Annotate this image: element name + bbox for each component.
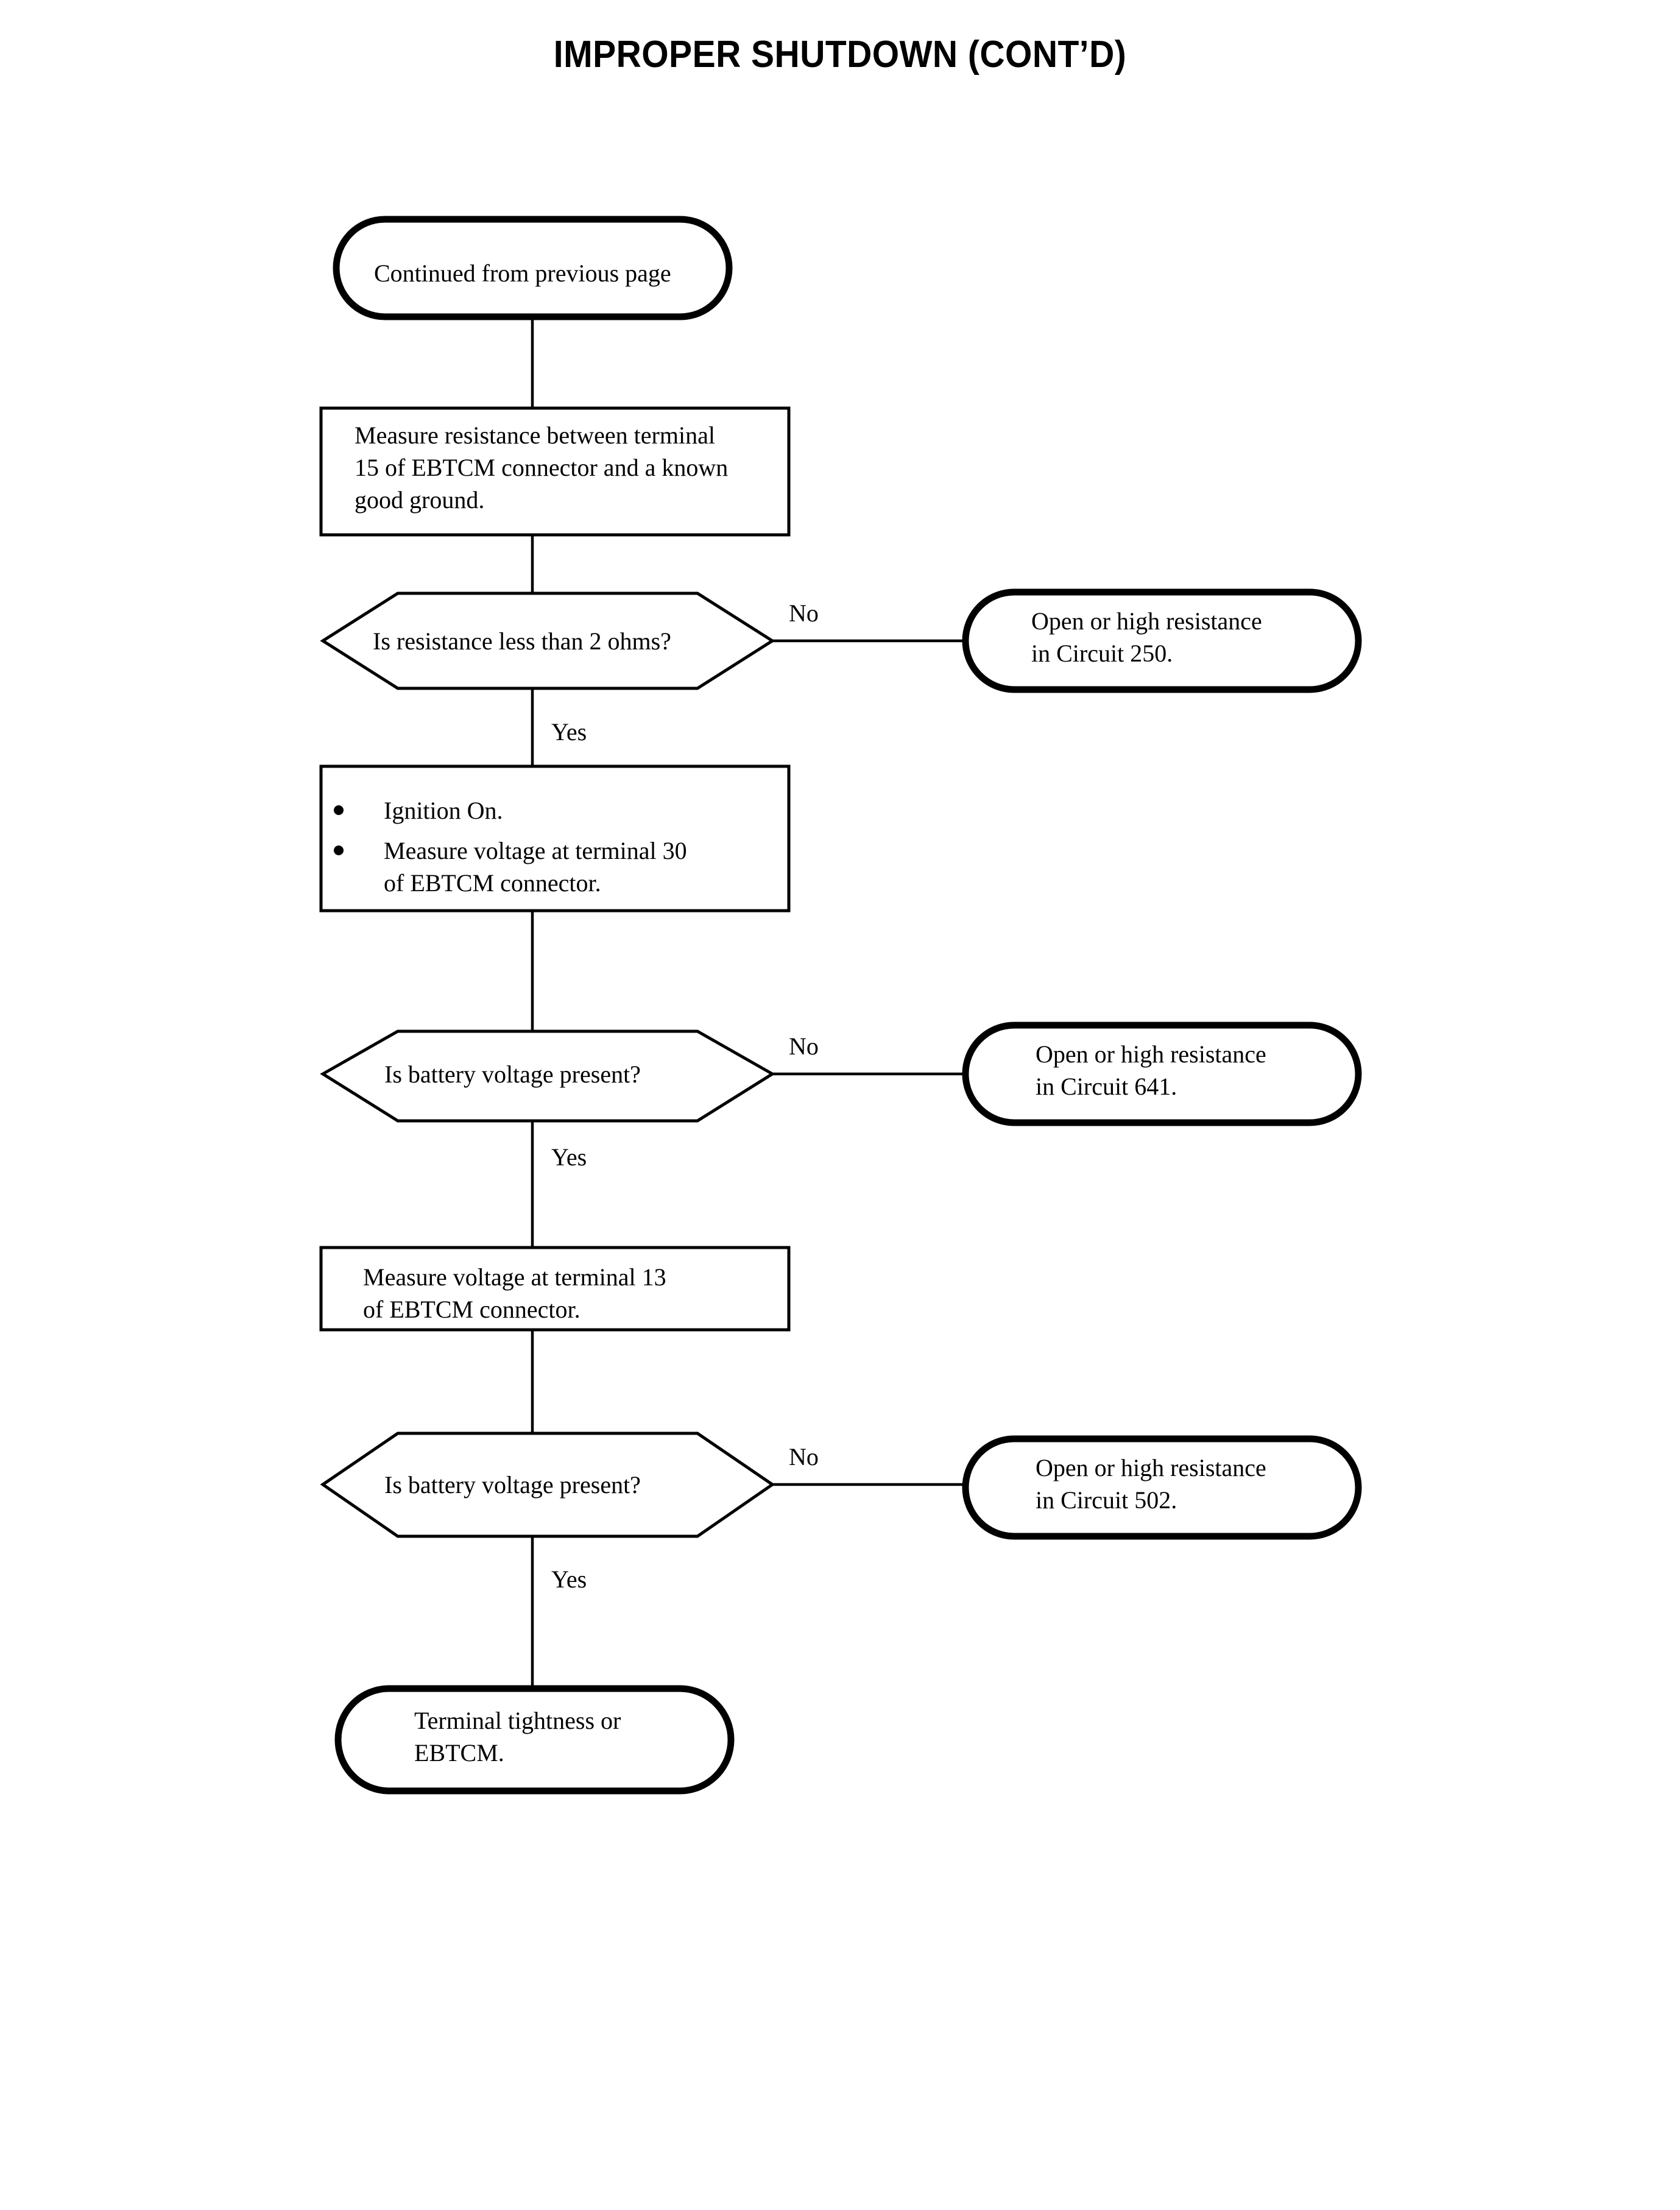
end1-label-line1: Open or high resistance: [1031, 607, 1262, 635]
proc2-bullet2-line2: of EBTCM connector.: [384, 869, 601, 897]
start-terminator-label: Continued from previous page: [374, 259, 671, 287]
end4-label-line1: Terminal tightness or: [414, 1707, 621, 1734]
end2-shape-fill: [965, 1025, 1358, 1123]
proc1-shape-fill: [321, 408, 789, 535]
dec2-shape: [320, 1029, 775, 1123]
end1-label-line2: in Circuit 250.: [1031, 640, 1173, 667]
proc3-label-line1: Measure voltage at terminal 13: [363, 1263, 666, 1291]
proc2-bullet1-line1: Ignition On.: [384, 797, 503, 824]
page-title: IMPROPER SHUTDOWN (CONT’D): [553, 34, 1127, 76]
end1-shape-fill: [965, 592, 1358, 690]
node-dec2-decision[interactable]: Is battery voltage present?: [320, 1029, 775, 1123]
node-end3-terminator[interactable]: Open or high resistance in Circuit 502.: [962, 1435, 1362, 1540]
node-proc2-process[interactable]: Ignition On. Measure voltage at terminal…: [319, 764, 791, 913]
dec3-shape: [320, 1432, 775, 1538]
proc1-shape: [319, 406, 791, 537]
dec1-shape-fill: [323, 593, 772, 688]
connector-lines: [531, 317, 965, 1689]
end2-label-line1: Open or high resistance: [1036, 1040, 1266, 1068]
dec2-label: Is battery voltage present?: [384, 1061, 641, 1088]
node-proc1-process[interactable]: Measure resistance between terminal 15 o…: [319, 406, 791, 537]
proc1-label-line2: 15 of EBTCM connector and a known: [355, 454, 728, 481]
dec3-label: Is battery voltage present?: [384, 1471, 641, 1499]
proc3-label-line2: of EBTCM connector.: [363, 1296, 581, 1323]
proc3-shape: [319, 1246, 791, 1332]
edge-label-no-1: No: [789, 599, 819, 627]
node-proc3-process[interactable]: Measure voltage at terminal 13 of EBTCM …: [319, 1246, 791, 1332]
dec3-shape-fill: [323, 1433, 772, 1536]
dec2-shape-fill: [323, 1031, 772, 1121]
proc1-label-line1: Measure resistance between terminal: [355, 422, 715, 449]
bullet-icon-1: [334, 805, 344, 815]
edge-label-yes-1: Yes: [551, 718, 587, 746]
proc3-shape-fill: [321, 1248, 789, 1330]
node-end2-terminator[interactable]: Open or high resistance in Circuit 641.: [962, 1022, 1362, 1126]
proc2-bullet2-line1: Measure voltage at terminal 30: [384, 837, 687, 864]
node-start-terminator[interactable]: Continued from previous page: [333, 216, 733, 320]
end3-shape-fill: [965, 1439, 1358, 1536]
start-terminator-shape-fill: [336, 219, 729, 317]
node-dec3-decision[interactable]: Is battery voltage present?: [320, 1432, 775, 1538]
node-dec1-decision[interactable]: Is resistance less than 2 ohms?: [320, 591, 775, 690]
node-end4-terminator[interactable]: Terminal tightness or EBTCM.: [334, 1685, 735, 1795]
end2-shape: [962, 1022, 1362, 1126]
end3-label-line1: Open or high resistance: [1036, 1454, 1266, 1481]
start-terminator-shape: [333, 216, 733, 320]
proc2-shape: [319, 764, 791, 913]
proc2-shape-fill: [321, 766, 789, 911]
edge-label-no-2: No: [789, 1033, 819, 1060]
proc1-label-line3: good ground.: [355, 486, 484, 514]
end3-label-line2: in Circuit 502.: [1036, 1486, 1177, 1514]
bullet-icon-2: [334, 846, 344, 855]
edge-label-yes-2: Yes: [551, 1143, 587, 1171]
end3-shape: [962, 1435, 1362, 1540]
end2-label-line2: in Circuit 641.: [1036, 1073, 1177, 1100]
dec1-label: Is resistance less than 2 ohms?: [373, 627, 671, 655]
end4-shape-fill: [338, 1689, 731, 1791]
end4-label-line2: EBTCM.: [414, 1739, 504, 1767]
dec1-shape: [320, 591, 775, 690]
edge-label-no-3: No: [789, 1443, 819, 1470]
node-end1-terminator[interactable]: Open or high resistance in Circuit 250.: [962, 588, 1362, 693]
end4-shape: [334, 1685, 735, 1795]
end1-shape: [962, 588, 1362, 693]
edge-label-yes-3: Yes: [551, 1566, 587, 1593]
